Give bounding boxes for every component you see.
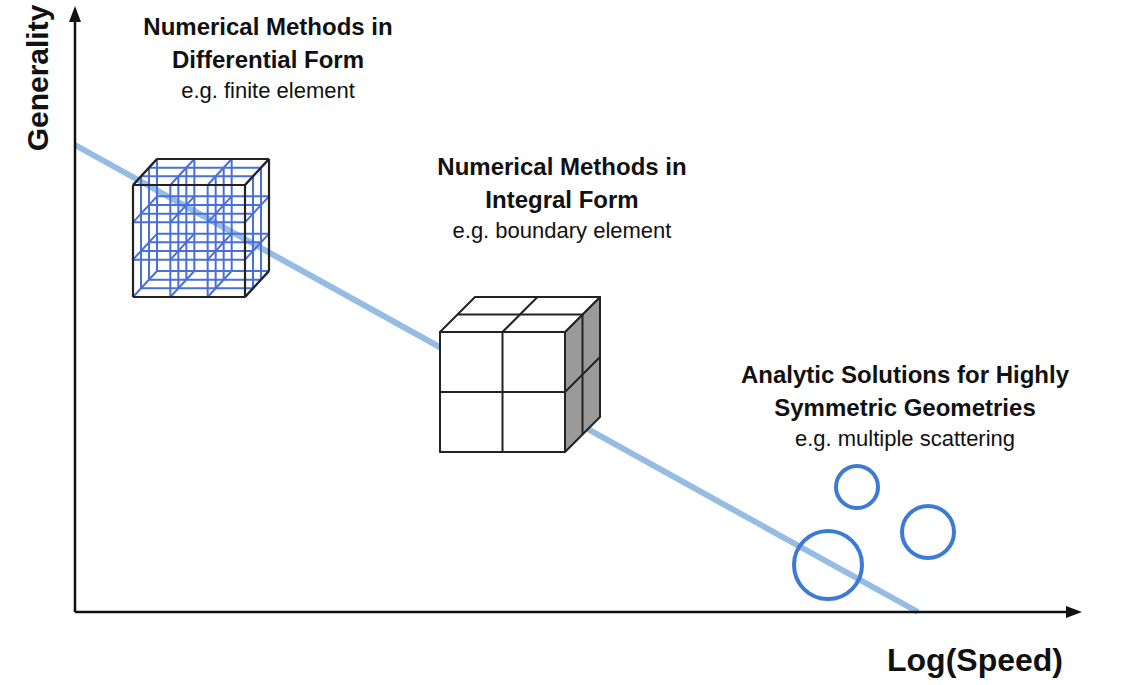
scatterer-circles	[794, 466, 954, 599]
y-axis	[74, 20, 77, 612]
method-group: Numerical Methods in Differential Forme.…	[113, 10, 423, 106]
method-example: e.g. boundary element	[392, 216, 732, 246]
x-axis-title: Log(Speed)	[887, 642, 1063, 679]
method-heading: Numerical Methods in Differential Form	[113, 10, 423, 76]
method-group: Analytic Solutions for Highly Symmetric …	[700, 358, 1110, 454]
method-heading: Analytic Solutions for Highly Symmetric …	[700, 358, 1110, 424]
method-heading: Numerical Methods in Integral Form	[392, 150, 732, 216]
y-axis-arrow	[69, 6, 81, 22]
y-axis-title: Generality	[21, 5, 55, 152]
method-group: Numerical Methods in Integral Forme.g. b…	[392, 150, 732, 246]
x-axis-arrow	[1066, 606, 1082, 618]
method-example: e.g. finite element	[113, 76, 423, 106]
method-example: e.g. multiple scattering	[700, 424, 1110, 454]
boundary-element-cube	[440, 297, 600, 452]
x-axis	[75, 611, 1068, 614]
finite-element-cube	[133, 159, 269, 297]
